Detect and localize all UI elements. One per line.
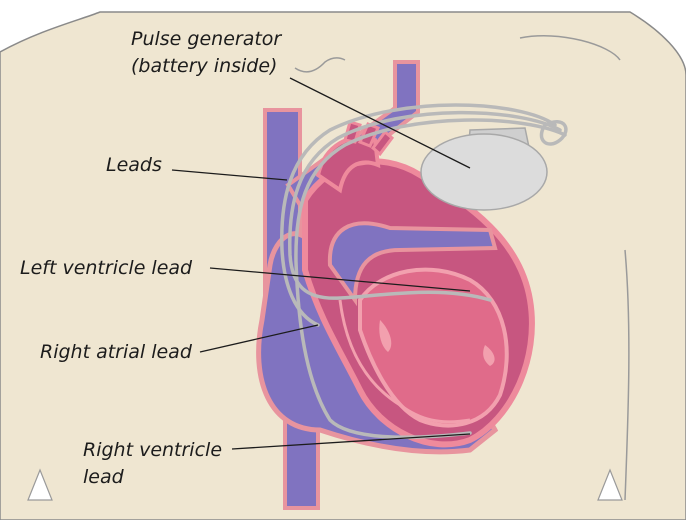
label-left-ventricle-lead: Left ventricle lead — [20, 257, 193, 279]
label-right-ventricle-lead: Right ventricle — [83, 439, 222, 461]
label-leads: Leads — [106, 154, 162, 176]
label-right-atrial-lead: Right atrial lead — [40, 341, 193, 363]
label-right-ventricle-lead-sub: lead — [83, 466, 125, 488]
label-pulse-generator-sub: (battery inside) — [131, 55, 277, 77]
generator-case — [421, 134, 547, 210]
label-pulse-generator: Pulse generator — [131, 28, 282, 50]
